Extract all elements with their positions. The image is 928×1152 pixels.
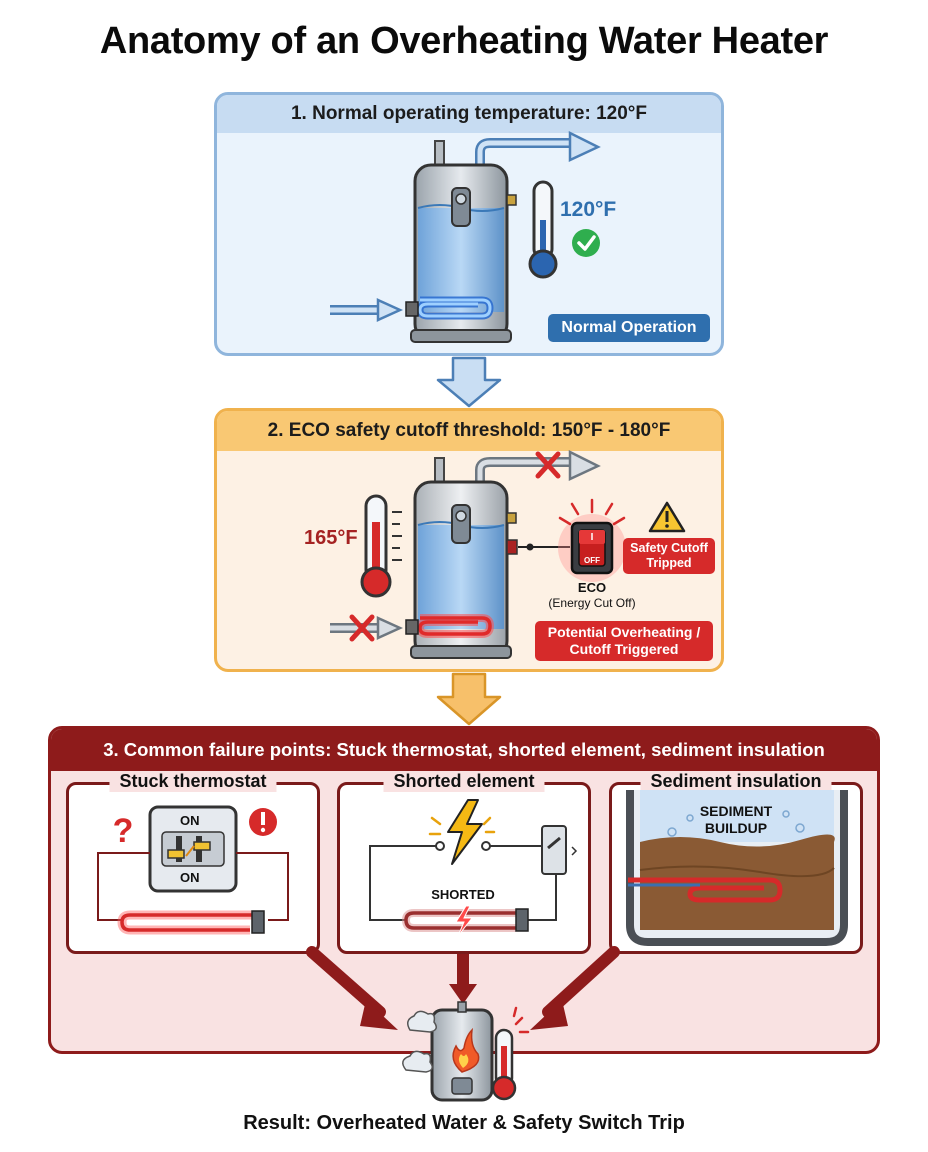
eco-sub-label: (Energy Cut Off) xyxy=(548,596,636,610)
hot-temp-label: 165°F xyxy=(304,527,358,549)
shorted-label: SHORTED xyxy=(431,887,495,902)
sediment-insulation-title: Sediment insulation xyxy=(640,771,832,792)
safety-cutoff-line1: Safety Cutoff xyxy=(630,541,708,555)
result-thermometer-icon xyxy=(491,1006,530,1101)
converge-arrow-left xyxy=(306,946,398,1030)
overheating-line1: Potential Overheating / xyxy=(547,624,701,640)
stage-2-header: 2. ECO safety cutoff threshold: 150°F - … xyxy=(217,411,721,451)
thermometer-hot-icon xyxy=(360,494,402,598)
warning-icon xyxy=(648,501,686,533)
stuck-thermostat-box: Stuck thermostat xyxy=(66,771,320,954)
sediment-label-line1: SEDIMENT xyxy=(699,803,773,819)
heating-element-overheated xyxy=(405,614,495,638)
flow-arrow-1-to-2 xyxy=(436,356,502,408)
steam-icon xyxy=(402,1010,437,1073)
x-mark-icon xyxy=(535,451,561,479)
inlet-arrow-blocked xyxy=(330,614,404,642)
flow-arrow-2-to-3 xyxy=(436,672,502,726)
stage-1-header: 1. Normal operating temperature: 120°F xyxy=(217,95,721,133)
stage-3-header: 3. Common failure points: Stuck thermost… xyxy=(51,729,877,771)
sediment-label-line2: BUILDUP xyxy=(704,820,768,836)
overheating-line2: Cutoff Triggered xyxy=(569,641,679,657)
result-caption: Result: Overheated Water & Safety Switch… xyxy=(243,1112,685,1134)
safety-cutoff-badge: Safety Cutoff Tripped xyxy=(623,538,715,574)
safety-cutoff-line2: Tripped xyxy=(646,556,692,570)
page-title: Anatomy of an Overheating Water Heater xyxy=(99,20,829,62)
shorted-element-box: Shorted element xyxy=(337,771,591,954)
overheating-badge: Potential Overheating / Cutoff Triggered xyxy=(535,621,713,661)
normal-temp-label: 120°F xyxy=(560,198,617,221)
shorted-element-title: Shorted element xyxy=(383,771,545,792)
converge-arrow-right xyxy=(530,946,620,1030)
stuck-thermostat-title: Stuck thermostat xyxy=(109,771,277,792)
overheated-heater-icon xyxy=(430,1001,494,1102)
eco-label: ECO xyxy=(577,580,607,595)
switch-off-label: OFF xyxy=(584,556,600,565)
normal-operation-badge: Normal Operation xyxy=(548,314,710,342)
eco-switch-icon xyxy=(518,498,626,582)
outlet-pipe-blocked xyxy=(434,449,601,489)
converge-arrow-center xyxy=(449,954,477,1004)
water-heater-tank-hot xyxy=(410,480,518,659)
thermostat-on-top: ON xyxy=(180,813,200,828)
thermostat-on-bottom: ON xyxy=(180,870,200,885)
